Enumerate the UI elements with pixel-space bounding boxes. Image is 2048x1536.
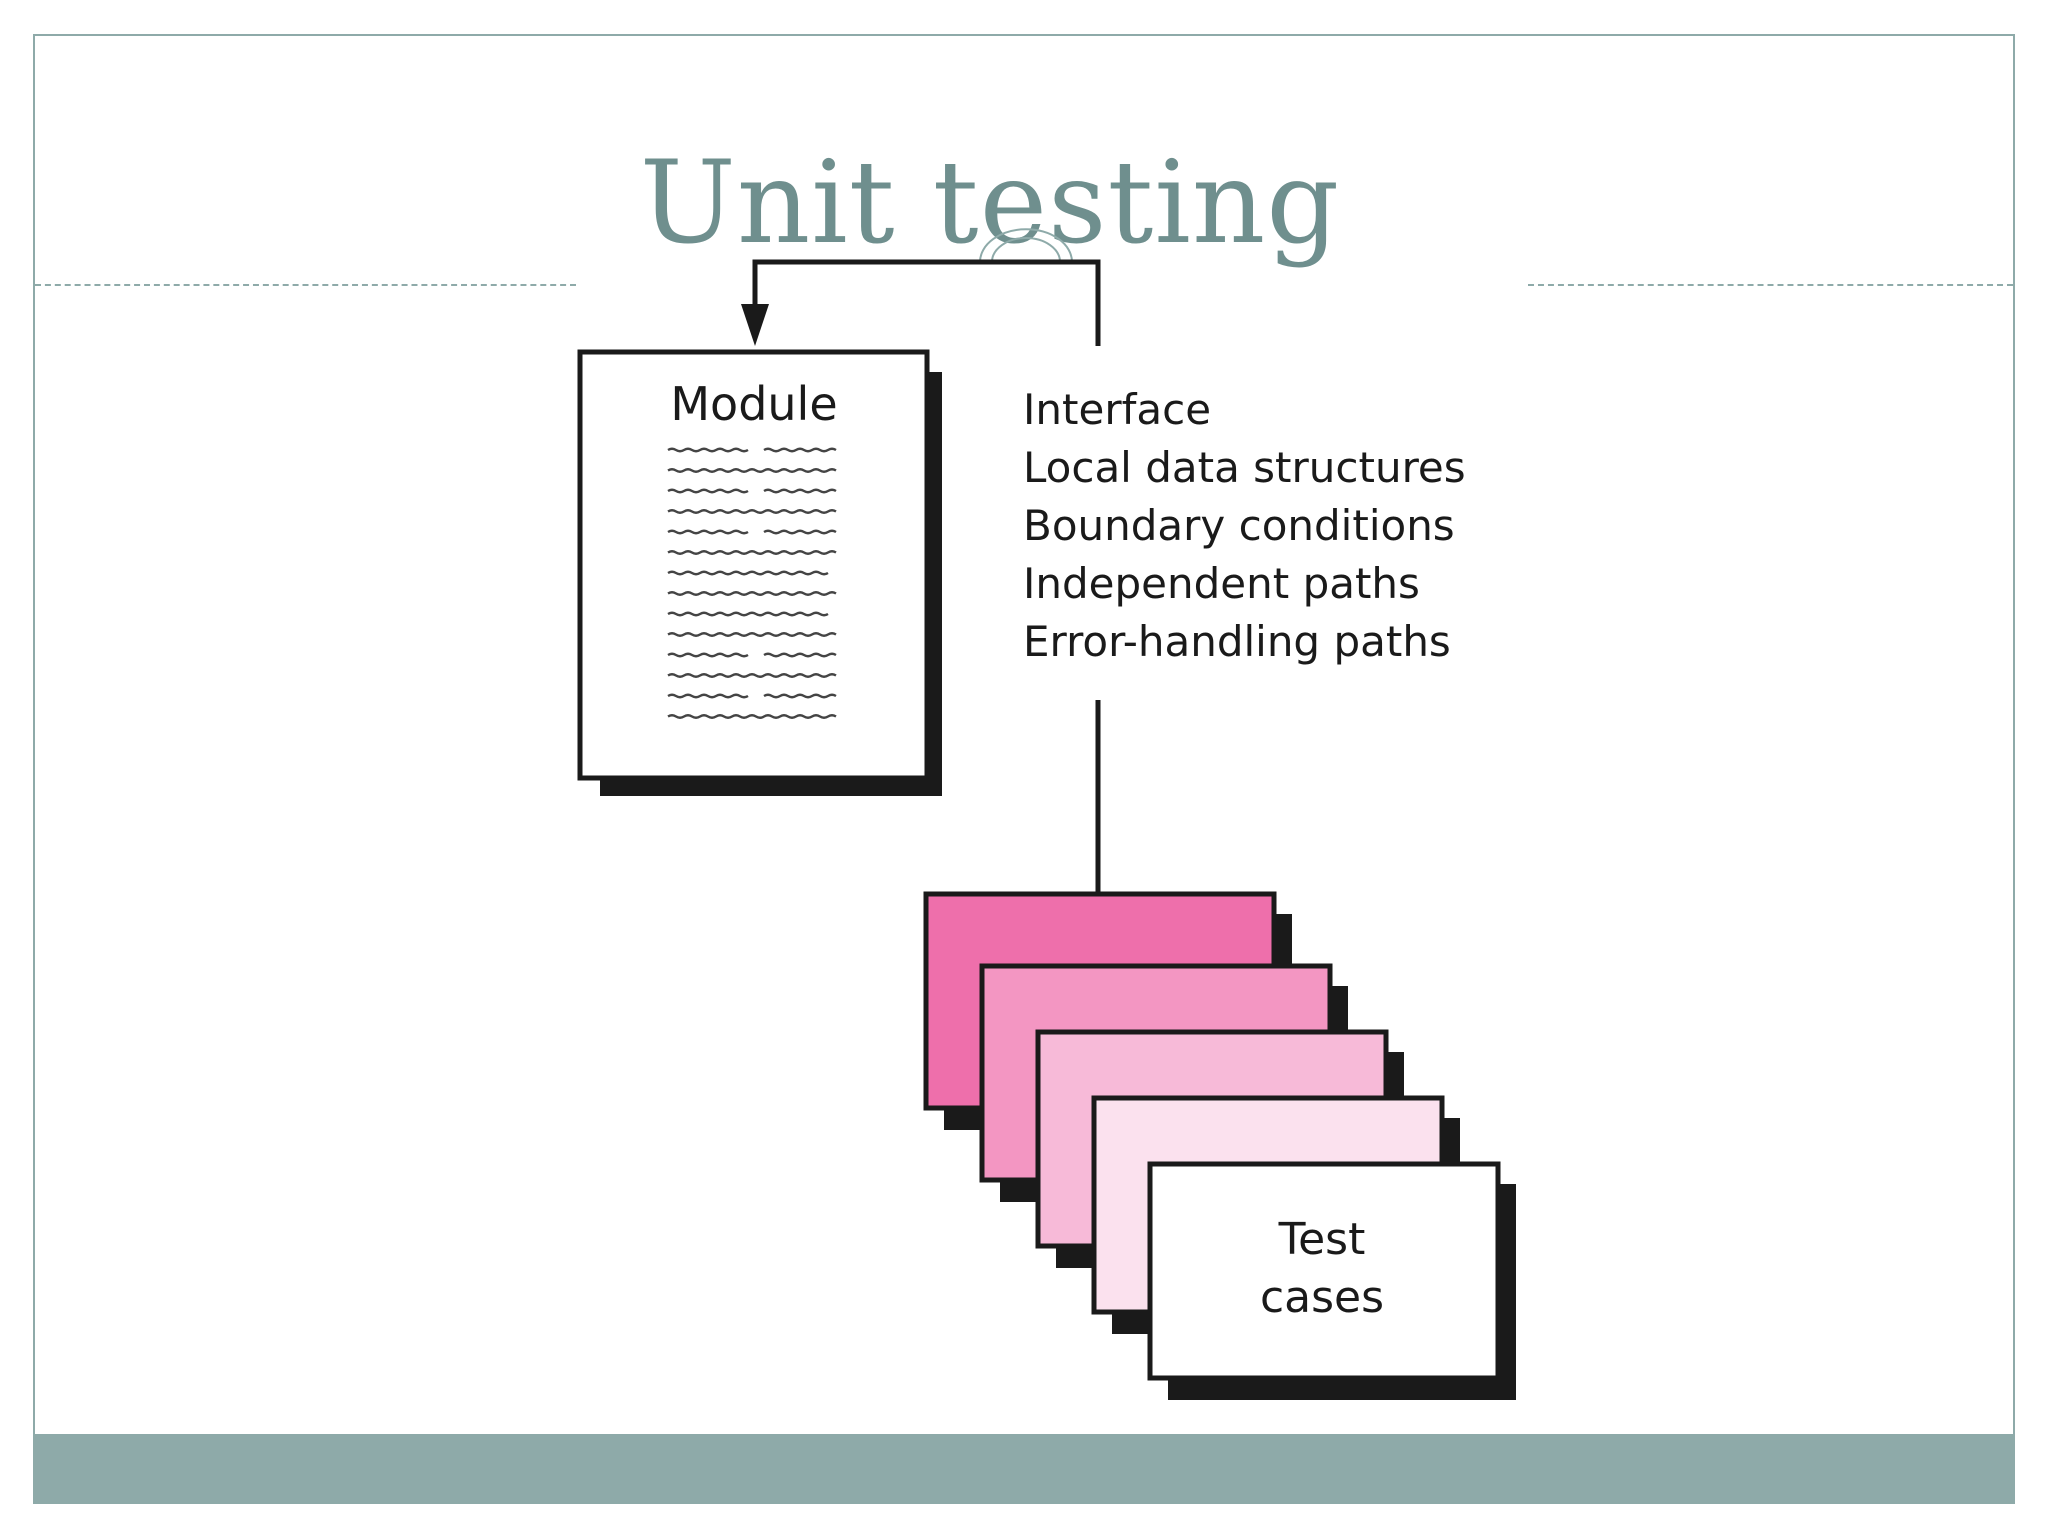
code-line xyxy=(763,488,837,494)
module-label: Module xyxy=(670,377,837,431)
test-cases-label-line2: cases xyxy=(1260,1272,1384,1323)
code-line xyxy=(667,714,837,719)
module-box: Module xyxy=(577,349,942,796)
test-cases-label-line1: Test xyxy=(1278,1214,1366,1265)
code-line xyxy=(667,570,829,576)
code-line xyxy=(763,529,837,535)
code-line xyxy=(667,447,749,453)
slide-frame: Unit testing xyxy=(33,34,2015,1502)
aspects-list: Interface Local data structures Boundary… xyxy=(1023,385,1466,666)
code-line xyxy=(667,632,837,637)
code-line xyxy=(667,673,837,678)
code-line xyxy=(763,447,837,453)
code-line xyxy=(667,652,749,658)
title-divider-right xyxy=(1528,284,2013,286)
code-line xyxy=(667,611,829,617)
code-line xyxy=(667,550,837,555)
code-line xyxy=(667,529,749,535)
slide-title: Unit testing xyxy=(639,136,1341,269)
code-line xyxy=(763,652,837,658)
test-cases-stack: Test cases xyxy=(923,891,1516,1400)
aspect-interface: Interface xyxy=(1023,385,1211,434)
title-ornament xyxy=(979,228,1073,263)
footer-bar xyxy=(33,1434,2015,1504)
aspect-local-data-structures: Local data structures xyxy=(1023,443,1466,492)
code-line xyxy=(667,693,749,699)
aspect-error-handling-paths: Error-handling paths xyxy=(1023,617,1451,666)
code-line xyxy=(667,488,749,494)
code-line xyxy=(763,693,837,699)
test-card-5: Test cases xyxy=(1147,1161,1516,1400)
code-lines xyxy=(667,447,837,719)
title-divider-left xyxy=(35,284,576,286)
code-line xyxy=(667,591,837,596)
feedback-arrow xyxy=(741,259,1101,346)
code-line xyxy=(667,509,837,514)
code-line xyxy=(667,468,837,473)
aspect-boundary-conditions: Boundary conditions xyxy=(1023,501,1455,550)
aspect-independent-paths: Independent paths xyxy=(1023,559,1420,608)
